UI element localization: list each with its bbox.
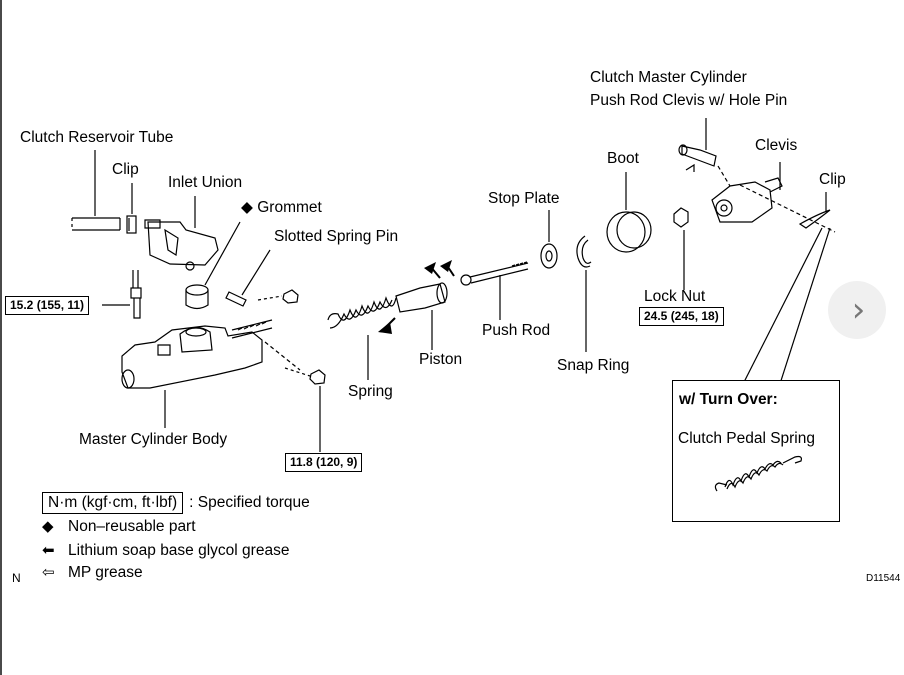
label-pedal-spring: Clutch Pedal Spring <box>678 430 815 447</box>
label-boot: Boot <box>607 150 639 167</box>
label-grommet: ◆ Grommet <box>241 199 322 216</box>
legend-non-reusable-text: Non–reusable part <box>68 518 196 535</box>
reservoir-tube-drawing <box>71 150 121 231</box>
left-frame-border <box>0 0 2 675</box>
torque-body-nut: 11.8 (120, 9) <box>285 453 363 472</box>
piston-drawing <box>395 282 448 350</box>
grease-arrow-shafts <box>384 263 455 329</box>
grommet-drawing <box>185 221 241 310</box>
slotted-pin-drawing <box>225 249 271 307</box>
legend-lithium-text: Lithium soap base glycol grease <box>68 542 290 559</box>
legend-torque-box: N·m (kgf·cm, ft·lbf) <box>42 492 184 514</box>
spring-drawing <box>327 296 397 380</box>
legend-lithium: ⬅ Lithium soap base glycol grease <box>42 541 289 561</box>
chevron-right-icon: › <box>851 290 866 330</box>
torque-lock-nut: 24.5 (245, 18) <box>639 307 724 326</box>
label-stop-plate: Stop Plate <box>488 190 560 207</box>
legend-mp-text: MP grease <box>68 564 143 581</box>
label-piston: Piston <box>419 351 463 368</box>
inset-leaders <box>739 227 831 391</box>
label-turn-over: w/ Turn Over: <box>679 391 778 408</box>
legend-mp: ⇦ MP grease <box>42 563 143 583</box>
pedal-spring-drawing <box>714 455 802 492</box>
clevis-drawing <box>711 162 783 223</box>
clevis-pin-drawing <box>678 118 717 172</box>
stop-plate-drawing <box>540 210 558 269</box>
legend-torque-text: : Specified torque <box>189 494 310 511</box>
clip-left-drawing <box>126 183 137 234</box>
label-push-rod: Push Rod <box>482 322 551 339</box>
union-fitting-drawing <box>102 270 142 319</box>
snap-ring-drawing <box>576 235 592 352</box>
legend-torque: N·m (kgf·cm, ft·lbf) : Specified torque <box>42 492 310 514</box>
torque-union: 15.2 (155, 11) <box>5 296 90 315</box>
figure-id: D11544 <box>866 573 901 584</box>
legend-non-reusable: ◆ Non–reusable part <box>42 517 196 537</box>
clip-right-drawing <box>798 192 831 229</box>
label-clevis-pin-line1: Clutch Master Cylinder <box>590 69 747 86</box>
outline-arrow-icon: ⇦ <box>42 564 55 581</box>
label-clevis-pin-line2: Push Rod Clevis w/ Hole Pin <box>590 92 788 109</box>
label-reservoir-tube: Clutch Reservoir Tube <box>20 129 174 146</box>
alignment-lines <box>264 165 836 371</box>
label-master-body: Master Cylinder Body <box>79 431 228 448</box>
filled-arrow-icon: ⬅ <box>42 542 55 559</box>
inlet-union-drawing <box>144 196 219 271</box>
label-spring: Spring <box>348 383 393 400</box>
boot-drawing <box>606 172 652 253</box>
diamond-icon: ◆ <box>42 518 54 535</box>
label-clip-right: Clip <box>819 171 846 188</box>
label-clip-left: Clip <box>112 161 139 178</box>
label-inlet-union: Inlet Union <box>168 174 243 191</box>
label-snap-ring: Snap Ring <box>557 357 630 374</box>
turn-over-inset: w/ Turn Over: Clutch Pedal Spring <box>672 380 840 522</box>
master-cylinder-body-drawing <box>121 319 273 428</box>
label-clevis: Clevis <box>755 137 798 154</box>
corner-n-mark: N <box>12 571 21 585</box>
label-lock-nut: Lock Nut <box>644 288 706 305</box>
small-nuts-drawing <box>257 289 326 452</box>
next-page-button[interactable]: › <box>828 281 886 339</box>
push-rod-drawing <box>460 261 529 320</box>
label-slotted-pin: Slotted Spring Pin <box>274 228 399 245</box>
lock-nut-drawing <box>673 207 689 290</box>
